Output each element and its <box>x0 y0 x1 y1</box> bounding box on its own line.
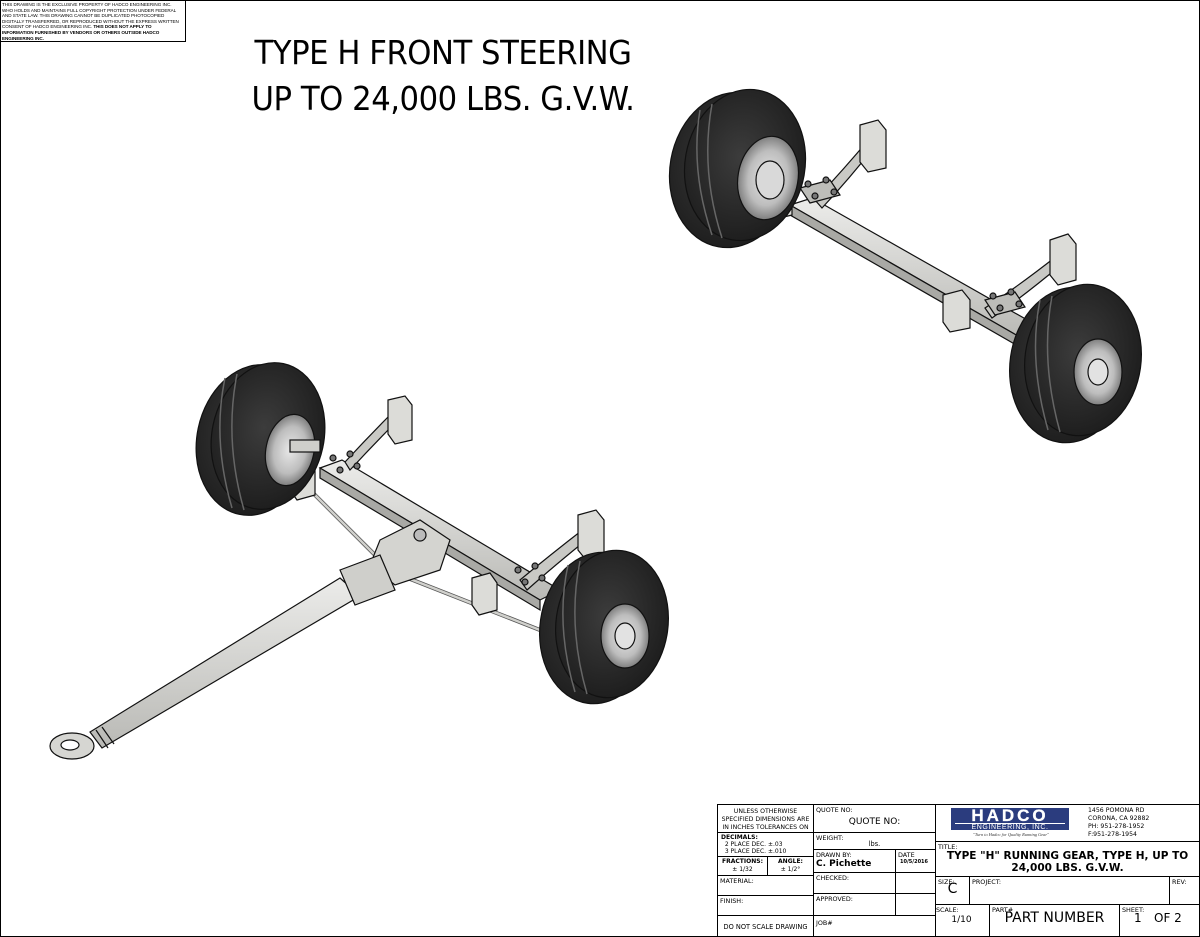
headline-line-2: UP TO 24,000 LBS. G.V.W. <box>251 79 635 118</box>
tire-upper-left <box>668 88 807 249</box>
project-cell: PROJECT: <box>970 877 1170 905</box>
approved-date-cell <box>896 894 936 916</box>
angle-cell: ANGLE: ± 1/2° <box>768 857 814 876</box>
hadco-logo: HADCO ENGINEERING, INC. <box>951 807 1069 831</box>
rev-cell: REV: <box>1170 877 1200 905</box>
drawn-by-cell: DRAWN BY: C. Pichette <box>814 850 896 873</box>
scale-cell: SCALE: 1/10 <box>934 905 990 937</box>
copyright-emphasis: THIS DOES NOT APPLY TO INFORMATION FURNI… <box>2 24 160 41</box>
drawing-headline: TYPE H FRONT STEERING UP TO 24,000 LBS. … <box>215 30 671 122</box>
material-cell: MATERIAL: <box>718 876 814 896</box>
job-cell: JOB# <box>814 916 936 937</box>
finish-cell: FINISH: <box>718 896 814 916</box>
axle-assembly-view <box>668 88 1143 444</box>
title-block: UNLESS OTHERWISE SPECIFIED DIMENSIONS AR… <box>717 804 1200 937</box>
date-cell: DATE 10/5/2016 <box>896 850 936 873</box>
part-number-cell: PART# PART NUMBER <box>990 905 1120 937</box>
headline-line-1: TYPE H FRONT STEERING <box>254 33 632 72</box>
weight-cell: WEIGHT: lbs. <box>814 833 936 850</box>
copyright-text: THIS DRAWING IS THE EXCLUSIVE PROPERTY O… <box>2 2 179 30</box>
tire-lower-left <box>195 362 326 516</box>
checked-date-cell <box>896 873 936 894</box>
company-address: 1456 POMONA RD CORONA, CA 92882 PH: 951-… <box>1088 807 1150 838</box>
quote-cell: QUOTE NO: QUOTE NO: <box>814 805 936 833</box>
do-not-scale-cell: DO NOT SCALE DRAWING <box>718 916 814 937</box>
company-cell: HADCO ENGINEERING, INC. "Turn to Hadco f… <box>936 805 1200 842</box>
approved-cell: APPROVED: <box>814 894 896 916</box>
fractions-cell: FRACTIONS: ± 1/32 <box>718 857 768 876</box>
tolerance-header: UNLESS OTHERWISE SPECIFIED DIMENSIONS AR… <box>718 805 814 833</box>
decimals-cell: DECIMALS: 2 PLACE DEC. ±.03 3 PLACE DEC.… <box>718 833 814 857</box>
front-steering-gear-view <box>49 362 670 760</box>
title-cell: TITLE: TYPE "H" RUNNING GEAR, TYPE H, UP… <box>936 842 1200 877</box>
company-tagline: "Turn to Hadco for Quality Running Gear" <box>973 832 1049 837</box>
tire-lower-right <box>538 549 670 705</box>
tire-upper-right <box>1009 283 1143 444</box>
size-cell: SIZE: C <box>936 877 970 905</box>
copyright-notice: THIS DRAWING IS THE EXCLUSIVE PROPERTY O… <box>0 0 186 42</box>
drawing-title: TYPE "H" RUNNING GEAR, TYPE H, UP TO 24,… <box>946 850 1189 874</box>
checked-cell: CHECKED: <box>814 873 896 894</box>
sheet-cell: SHEET: 1 OF 2 <box>1120 905 1200 937</box>
